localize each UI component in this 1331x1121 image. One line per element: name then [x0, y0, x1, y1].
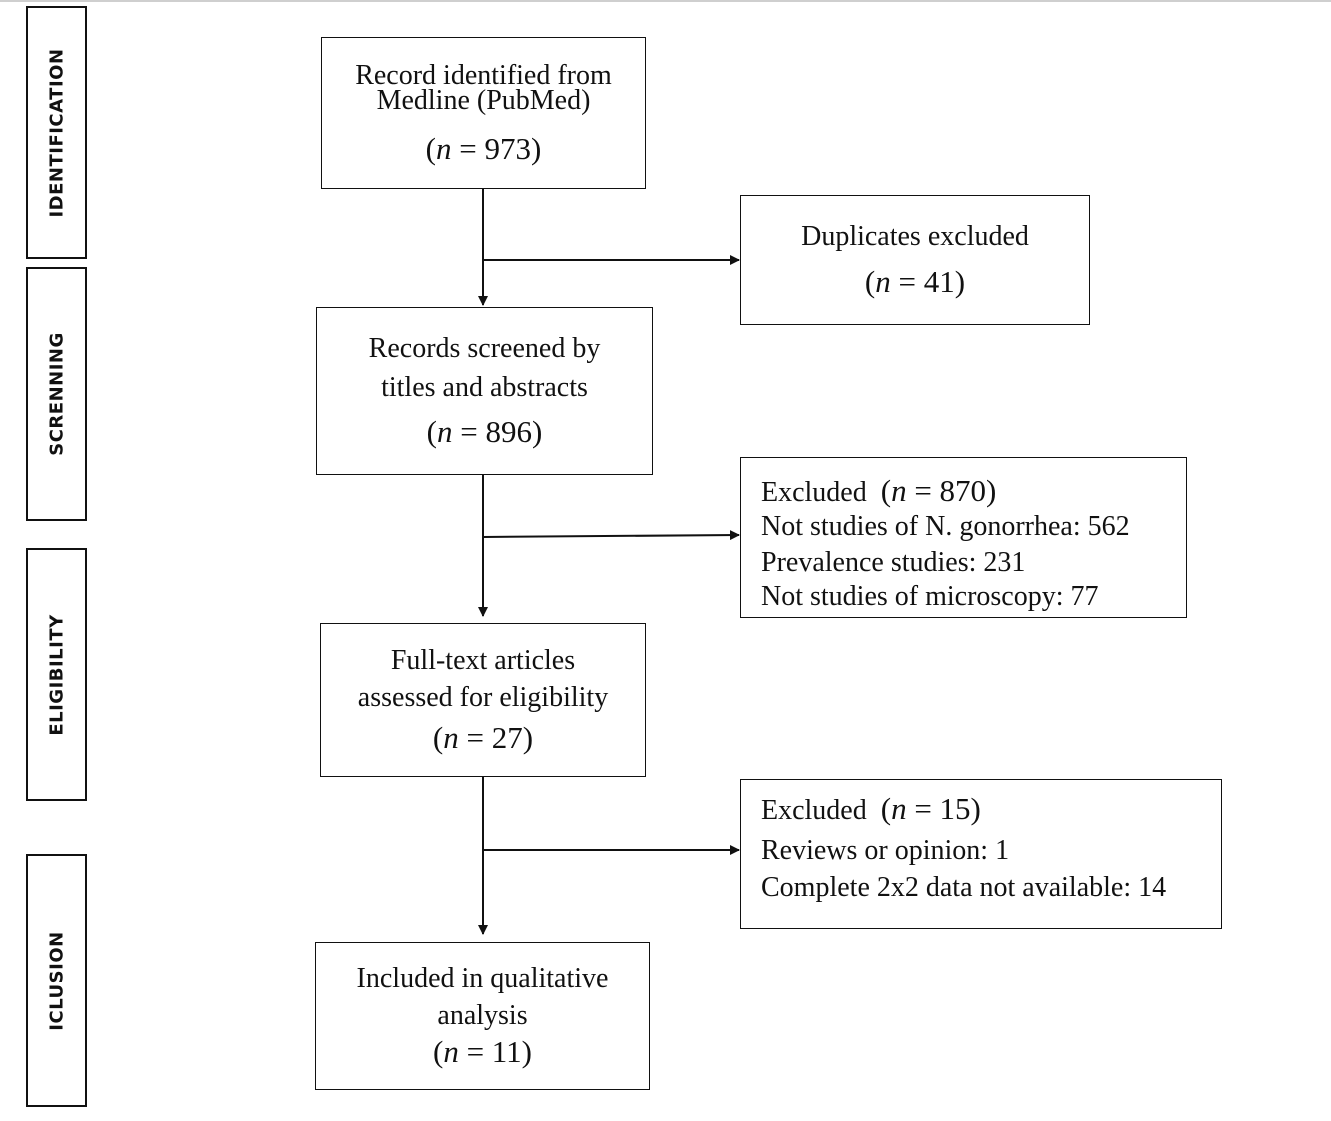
- top-border-line: [0, 0, 1331, 2]
- screened-line-2: titles and abstracts: [381, 372, 588, 404]
- box-excluded-screening: Excluded (n = 870) Not studies of N. gon…: [740, 457, 1187, 618]
- stage-eligibility: ELIGIBILITY: [26, 548, 87, 801]
- excluded2-reason-1: Reviews or opinion: 1: [761, 834, 1010, 866]
- stage-identification: IDENTIFICATION: [26, 6, 87, 259]
- box-duplicates-excluded: Duplicates excluded (n = 41): [740, 195, 1090, 325]
- arrow-to-excluded-870: [482, 530, 740, 541]
- excluded2-header: Excluded (n = 15): [761, 790, 1201, 828]
- fulltext-line-2: assessed for eligibility: [357, 682, 609, 714]
- box-records-screened: Records screened by titles and abstracts…: [316, 307, 653, 475]
- excluded1-count: (n = 870): [880, 473, 997, 508]
- fulltext-line-1: Full-text articles: [390, 644, 576, 676]
- identified-count: (n = 973): [425, 131, 542, 166]
- box-excluded-eligibility: Excluded (n = 15) Reviews or opinion: 1 …: [740, 779, 1222, 929]
- box-records-identified: Record identified from Medline (PubMed) …: [321, 37, 646, 189]
- excluded1-reason-3: Not studies of microscopy: 77: [761, 580, 1099, 612]
- identified-line-2: Medline (PubMed): [376, 85, 591, 117]
- included-count: (n = 11): [433, 1034, 532, 1069]
- identified-line-1: Record identified from: [355, 59, 612, 91]
- box-included-analysis: Included in qualitative analysis (n = 11…: [315, 942, 650, 1090]
- excluded1-header: Excluded (n = 870): [761, 472, 1166, 510]
- screened-count: (n = 896): [426, 414, 543, 449]
- screened-line-1: Records screened by: [368, 332, 601, 364]
- stage-inclusion: ICLUSION: [26, 854, 87, 1107]
- included-line-2: analysis: [437, 1000, 528, 1032]
- included-line-1: Included in qualitative: [356, 962, 609, 994]
- excluded2-reason-2: Complete 2x2 data not available: 14: [761, 872, 1167, 904]
- stage-screening: SCRENNING: [26, 267, 87, 521]
- fulltext-count: (n = 27): [432, 720, 534, 755]
- excluded1-reason-1: Not studies of N. gonorrhea: 562: [761, 510, 1130, 542]
- box-fulltext-assessed: Full-text articles assessed for eligibil…: [320, 623, 646, 777]
- duplicates-count: (n = 41): [864, 264, 966, 300]
- excluded2-count: (n = 15): [880, 791, 981, 826]
- excluded2-title: Excluded: [761, 795, 867, 826]
- duplicates-line-1: Duplicates excluded: [801, 220, 1029, 252]
- excluded1-reason-2: Prevalence studies: 231: [761, 547, 1026, 579]
- excluded1-title: Excluded: [761, 477, 867, 508]
